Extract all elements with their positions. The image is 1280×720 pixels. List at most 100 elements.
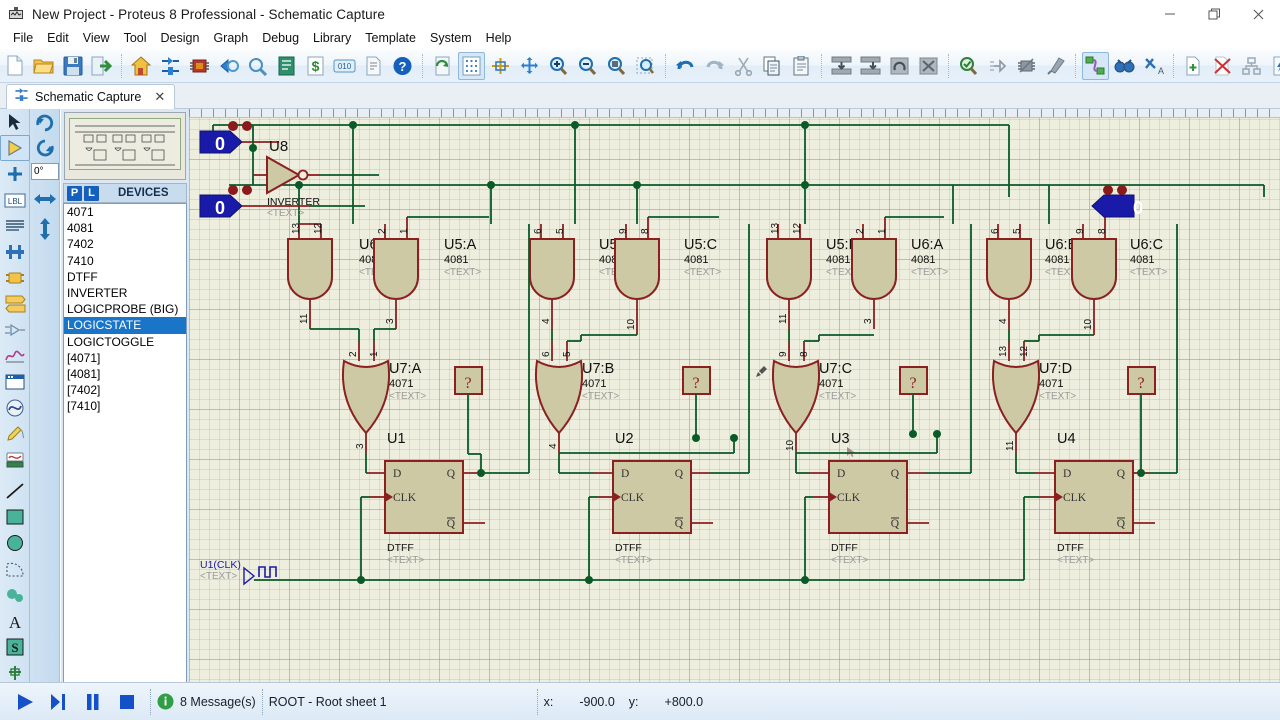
menu-debug[interactable]: Debug <box>262 31 300 45</box>
arc-icon[interactable] <box>0 556 30 582</box>
new-document-icon[interactable] <box>1 52 28 80</box>
list-item[interactable]: LOGICPROBE (BIG) <box>67 302 179 317</box>
box-icon[interactable] <box>0 504 30 530</box>
list-item[interactable]: [4071] <box>67 350 101 365</box>
step-button[interactable] <box>42 685 76 719</box>
library-manager-button[interactable]: L <box>84 185 99 201</box>
list-item[interactable]: [7402] <box>67 383 101 398</box>
line-icon[interactable] <box>0 478 30 504</box>
tape-recorder-icon[interactable] <box>0 369 30 395</box>
circle-icon[interactable] <box>0 530 30 556</box>
zoom-in-icon[interactable] <box>545 52 572 80</box>
design-report-icon[interactable] <box>1267 52 1280 80</box>
rotation-angle-input[interactable]: 0° <box>31 163 59 180</box>
generator-icon[interactable] <box>0 395 30 421</box>
list-item[interactable]: 4081 <box>67 221 94 236</box>
schematic-canvas[interactable]: 0 0 U8 INVERTER <box>189 109 1280 682</box>
list-item[interactable]: 7402 <box>67 237 94 252</box>
device-pin-icon[interactable] <box>0 317 30 343</box>
origin-icon[interactable] <box>487 52 514 80</box>
selection-mode-icon[interactable] <box>0 109 30 135</box>
pcb-layout-icon[interactable] <box>186 52 213 80</box>
netlist-icon[interactable] <box>1082 51 1109 80</box>
decompose-icon[interactable] <box>1042 52 1069 80</box>
cut-icon[interactable] <box>730 52 757 80</box>
graph-icon[interactable] <box>0 343 30 369</box>
list-item[interactable]: LOGICTOGGLE <box>67 334 155 349</box>
remove-sheet-icon[interactable] <box>1209 52 1236 80</box>
maximize-restore-button[interactable] <box>1192 0 1236 28</box>
mirror-vertical-icon[interactable] <box>30 216 60 242</box>
refresh-icon[interactable] <box>429 52 456 80</box>
pan-icon[interactable] <box>516 52 543 80</box>
bus-icon[interactable] <box>0 239 30 265</box>
close-icon[interactable]: ✕ <box>154 89 166 104</box>
menu-library[interactable]: Library <box>313 31 352 45</box>
3d-visualizer-icon[interactable] <box>215 52 242 80</box>
schematic-preview[interactable] <box>64 112 186 180</box>
text-script-icon[interactable] <box>0 213 30 239</box>
list-item[interactable]: 7410 <box>67 253 94 268</box>
symbol-icon[interactable]: S <box>0 634 30 660</box>
zoom-area-icon[interactable] <box>632 52 659 80</box>
report-icon[interactable] <box>360 52 387 80</box>
menu-help[interactable]: Help <box>485 31 512 45</box>
play-button[interactable] <box>8 685 42 719</box>
component-mode-icon[interactable] <box>0 135 30 161</box>
property-assignment-icon[interactable]: A <box>1140 52 1167 80</box>
menu-design[interactable]: Design <box>160 31 200 45</box>
minimize-button[interactable] <box>1148 0 1192 28</box>
bom-icon[interactable] <box>273 52 300 80</box>
menu-tool[interactable]: Tool <box>123 31 147 45</box>
close-button[interactable] <box>1236 0 1280 28</box>
vsm-studio-icon[interactable]: 010 <box>331 52 358 80</box>
home-icon[interactable] <box>128 52 155 80</box>
block-move-icon[interactable] <box>857 52 884 80</box>
open-folder-icon[interactable] <box>30 52 57 80</box>
help-icon[interactable]: ? <box>389 52 416 80</box>
menu-edit[interactable]: Edit <box>47 31 69 45</box>
undo-icon[interactable] <box>672 52 699 80</box>
pause-button[interactable] <box>76 685 110 719</box>
virtual-instrument-icon[interactable] <box>0 447 30 473</box>
tab-schematic-capture[interactable]: Schematic Capture ✕ <box>6 84 176 109</box>
list-item[interactable]: 4071 <box>67 205 94 219</box>
marker-icon[interactable] <box>0 660 30 686</box>
list-item-selected[interactable]: LOGICSTATE <box>64 317 186 334</box>
pick-device-icon[interactable] <box>955 52 982 80</box>
menu-view[interactable]: View <box>82 31 110 45</box>
menu-template[interactable]: Template <box>365 31 416 45</box>
messages-count[interactable]: 8 Message(s) <box>180 694 256 709</box>
new-sheet-icon[interactable] <box>1180 52 1207 80</box>
list-item[interactable]: INVERTER <box>67 286 128 301</box>
design-explorer-icon[interactable] <box>244 52 271 80</box>
paste-icon[interactable] <box>788 52 815 80</box>
save-icon[interactable] <box>59 52 86 80</box>
text-icon[interactable]: A <box>0 608 30 634</box>
junction-dot-icon[interactable] <box>0 161 30 187</box>
menu-system[interactable]: System <box>429 31 472 45</box>
menu-graph[interactable]: Graph <box>213 31 249 45</box>
wire-label-icon[interactable]: LBL <box>0 187 30 213</box>
block-copy-icon[interactable] <box>828 52 855 80</box>
block-delete-icon[interactable] <box>915 52 942 80</box>
rotate-counterclockwise-icon[interactable] <box>30 135 60 161</box>
make-device-icon[interactable] <box>984 52 1011 80</box>
mirror-horizontal-icon[interactable] <box>30 186 60 212</box>
path-icon[interactable] <box>0 582 30 608</box>
packaging-tool-icon[interactable] <box>1013 52 1040 80</box>
menu-file[interactable]: File <box>13 31 34 45</box>
list-item[interactable]: [4081] <box>67 367 101 382</box>
search-tag-icon[interactable] <box>1111 52 1138 80</box>
zoom-all-icon[interactable] <box>603 52 630 80</box>
voltage-probe-icon[interactable] <box>0 421 30 447</box>
pick-devices-button[interactable]: P <box>67 185 82 201</box>
hierarchy-icon[interactable] <box>1238 52 1265 80</box>
stop-button[interactable] <box>110 685 144 719</box>
block-rotate-icon[interactable] <box>886 52 913 80</box>
devices-list[interactable]: 4071 4081 7402 7410 DTFF INVERTER LOGICP… <box>63 203 187 720</box>
list-item[interactable]: [7410] <box>67 399 101 414</box>
rotate-clockwise-icon[interactable] <box>30 109 60 135</box>
zoom-out-icon[interactable] <box>574 52 601 80</box>
import-export-icon[interactable] <box>88 52 115 80</box>
